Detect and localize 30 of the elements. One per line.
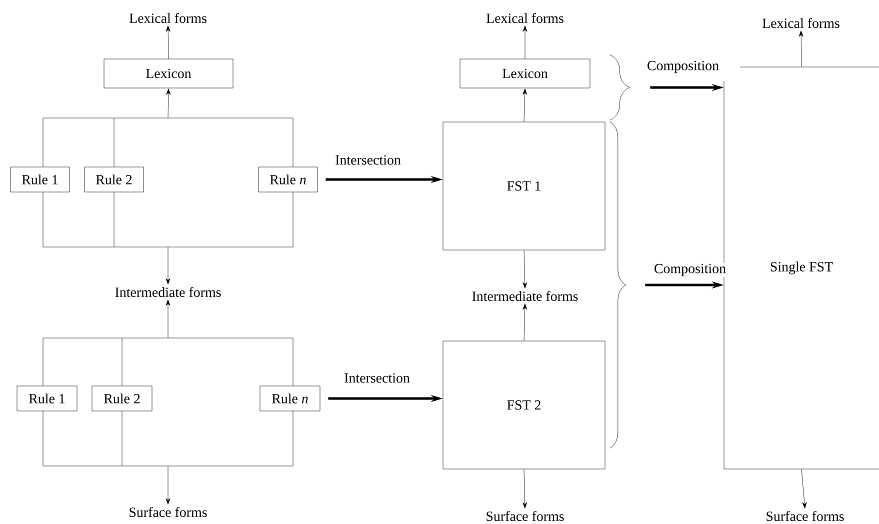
- arrow: [166, 26, 170, 59]
- text-label: Intermediate forms: [472, 291, 578, 301]
- lexicon-box: Lexicon: [460, 58, 590, 88]
- arrow: [522, 469, 528, 508]
- text-label: Surface forms: [486, 511, 564, 521]
- edge-label: Composition: [646, 60, 720, 74]
- lexicon-box: Lexicon: [104, 58, 234, 88]
- arrow: [166, 88, 171, 118]
- arrow: [522, 304, 528, 341]
- edge-label: Intersection: [334, 154, 402, 166]
- text-label: Lexical forms: [486, 13, 564, 23]
- text-label: Lexical forms: [762, 18, 840, 28]
- fst-box: FST 2: [442, 340, 606, 470]
- curly-brace: [610, 54, 630, 120]
- text-label: Lexical forms: [130, 13, 206, 23]
- curly-brace: [610, 122, 626, 448]
- arrow: [166, 300, 170, 338]
- arrow: [166, 247, 170, 284]
- arrow: [522, 88, 528, 122]
- arrow: [166, 466, 170, 504]
- arrow: [522, 250, 528, 288]
- text-label: Intermediate forms: [115, 287, 221, 297]
- arrow: [798, 30, 804, 67]
- text-label: Surface forms: [130, 507, 207, 517]
- arrow: [801, 469, 807, 508]
- text-label: Surface forms: [766, 511, 844, 521]
- arrow: [522, 26, 528, 59]
- edge-label: Composition: [652, 262, 728, 278]
- edge-label: Intersection: [343, 372, 411, 384]
- fst-box: FST 1: [442, 122, 606, 250]
